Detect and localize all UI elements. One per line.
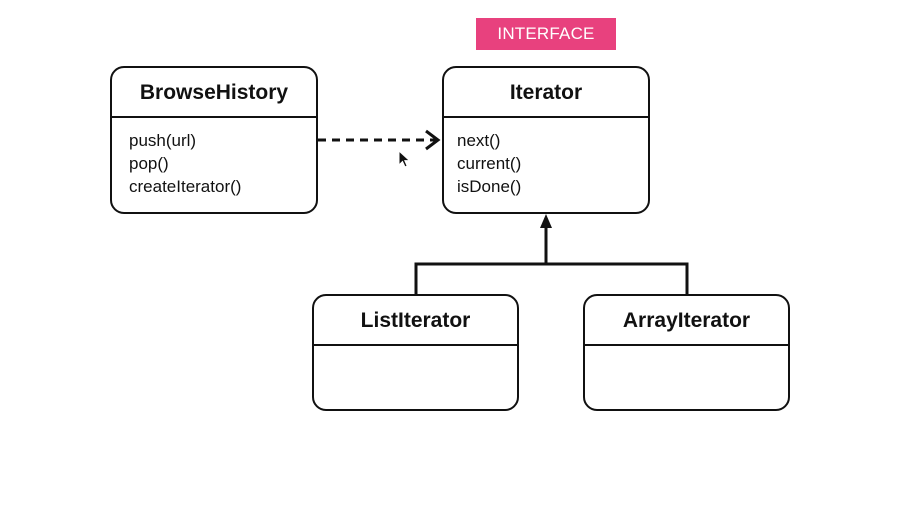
class-browse-history: BrowseHistory push(url) pop() createIter… [110,66,318,214]
method-item: push(url) [129,131,197,150]
class-iterator: Iterator next() current() isDone() [442,66,650,214]
method-item: isDone() [457,177,522,196]
dependency-arrowhead [425,129,441,151]
method-list: push(url) pop() createIterator() [112,118,316,198]
class-name: ListIterator [314,296,517,346]
mouse-pointer-icon [398,150,411,168]
method-list: next() current() isDone() [444,118,648,198]
class-name: BrowseHistory [112,68,316,118]
class-list-iterator: ListIterator [312,294,519,411]
method-item: next() [457,131,501,150]
interface-badge: INTERFACE [476,18,616,50]
method-list [585,346,788,357]
method-item: createIterator() [129,177,242,196]
class-name: Iterator [444,68,648,118]
inheritance-arrowhead [540,214,552,228]
method-item: pop() [129,154,169,173]
method-item: current() [457,154,522,173]
class-name: ArrayIterator [585,296,788,346]
class-array-iterator: ArrayIterator [583,294,790,411]
method-list [314,346,517,357]
inheritance-branch [414,262,689,294]
